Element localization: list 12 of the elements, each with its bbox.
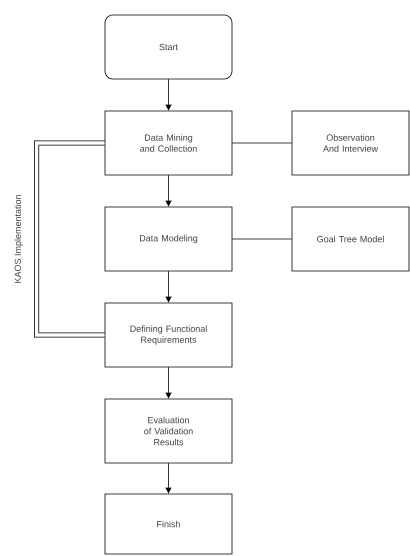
double-connector [34,140,105,338]
process-box: Data Mining and Collection [104,110,232,176]
process-box: Goal Tree Model [292,206,410,272]
process-box: Finish [104,494,232,554]
terminal-box: Start [104,14,232,80]
edge-label: KAOS Implementation [14,195,23,283]
process-box: Defining Functional Requirements [104,302,232,368]
process-box: Observation And Interview [292,110,410,176]
connector-line [232,142,292,144]
process-box: Evaluation of Validation Results [104,398,232,464]
process-box: Data Modeling [104,206,232,272]
connector-line [232,238,292,240]
